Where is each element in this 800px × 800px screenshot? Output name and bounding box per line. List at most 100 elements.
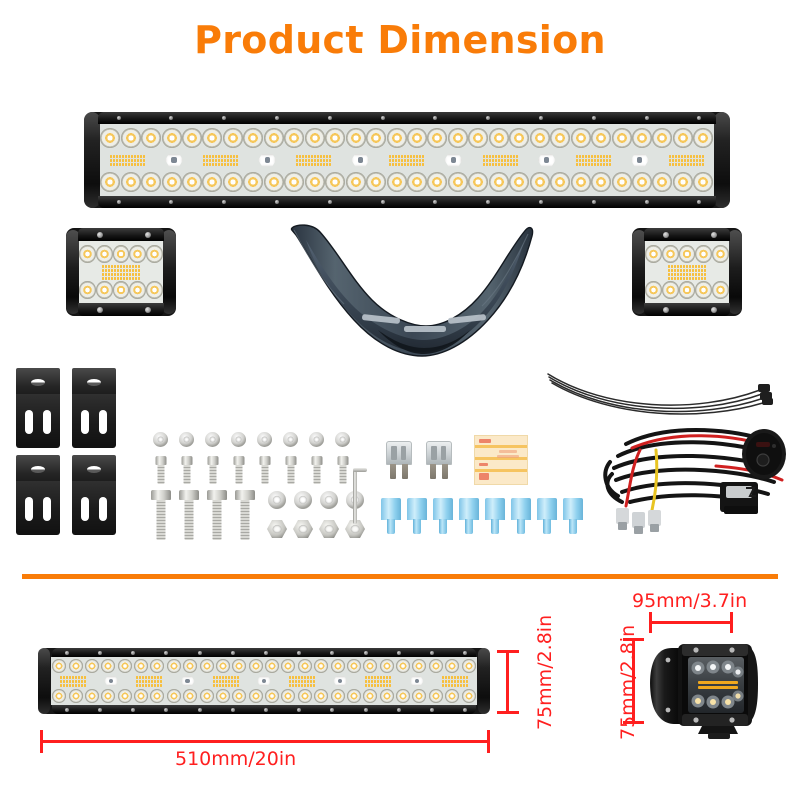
screw-shaft [261,465,268,484]
led-amber-strip [212,675,239,687]
screw-head [337,456,348,465]
led-reflector [79,281,96,299]
housing-screw [697,116,702,120]
led-reflector [550,172,571,192]
screw-head [233,456,244,465]
screw-head [285,456,296,465]
pod-left-top-rail [78,228,164,241]
led-reflector [183,659,198,673]
led-reflector [529,172,550,192]
led-reflector [199,689,214,703]
housing-screw [131,707,136,712]
pod-height-dimline [632,638,635,724]
led-reflector [79,245,96,263]
bolt-shaft [240,500,250,540]
screw-shaft [183,465,190,484]
led-reflector [672,128,693,148]
housing-screw [264,707,268,712]
mounting-bracket-2 [72,368,116,448]
led-reflector-row [100,172,714,192]
bracket-slot [81,497,89,521]
led-reflector [52,659,67,673]
pod-height-label: 75mm/2.8in [617,624,639,740]
led-reflector [183,689,198,703]
bracket-tab [16,455,60,485]
led-reflector [117,659,132,673]
led-reflector [134,689,149,703]
cover-vent-slats [362,314,486,332]
housing-screw [97,707,102,712]
pod-width-cap-left [649,612,652,633]
led-reflector [678,245,696,263]
housing-screw [486,200,491,204]
led-reflector [632,172,652,192]
led-reflector [712,281,729,299]
flat-washer [257,432,272,447]
led-reflector [182,128,203,148]
spade-connector-5 [485,498,505,534]
light-bar-bottom-rail [98,196,716,208]
led-reflector [84,689,99,703]
housing-screw [197,650,202,655]
mounting-bracket-1 [16,368,60,448]
spade-barrel [459,498,479,521]
lens-diamond-facet [104,676,119,686]
housing-screw [297,650,302,655]
housing-screw [330,707,335,712]
short-screw [178,456,195,484]
housing-screw [96,231,103,238]
led-reflector [284,172,305,192]
lens-diamond-facet [630,153,649,167]
led-amber-strip [668,154,704,166]
pod-right-side-left [632,230,646,314]
pod-width-cap-right [730,612,733,633]
hex-nut [267,520,287,538]
spade-neck [542,518,552,534]
housing-screw [274,200,279,204]
housing-screw [145,231,152,238]
pod-right-top-rail [644,228,730,241]
spade-connector-6 [511,498,531,534]
led-reflector-row [79,281,163,299]
flat-washer [179,432,194,447]
warning-label-card [474,435,528,485]
long-bolt [150,490,172,540]
flat-washer [153,432,168,447]
housing-screw [486,116,491,120]
led-center-band [51,673,477,689]
led-amber-strip [110,154,146,166]
led-reflector [95,245,113,263]
led-reflector [146,281,163,299]
spade-barrel [537,498,557,521]
led-reflector-row [51,689,477,703]
bolt-head [235,490,255,500]
bracket-tab [72,455,116,485]
led-reflector [678,281,696,299]
housing-screw [662,231,669,238]
pod-height-cap-top [623,638,644,641]
led-amber-strip [102,264,140,280]
led-reflector [304,172,325,192]
housing-screw [463,707,468,712]
housing-screw [463,650,468,655]
led-reflector [672,172,693,192]
led-reflector [645,281,662,299]
led-reflector [412,689,427,703]
spade-barrel [485,498,505,521]
led-reflector [101,659,116,673]
short-screw [230,456,247,484]
housing-screw [64,707,69,712]
led-reflector [120,172,141,192]
led-reflector [112,281,130,299]
light-bar-height-cap-bottom [497,711,519,714]
led-reflector [591,128,612,148]
screw-shaft [209,465,216,484]
mounting-bracket-4 [72,455,116,535]
large-washer [320,491,338,509]
led-reflector [488,128,509,148]
led-reflector [407,172,428,192]
light-bar-width-dimline [40,740,490,743]
led-reflector [379,689,394,703]
bracket-tab [72,368,116,398]
led-reflector [386,172,407,192]
